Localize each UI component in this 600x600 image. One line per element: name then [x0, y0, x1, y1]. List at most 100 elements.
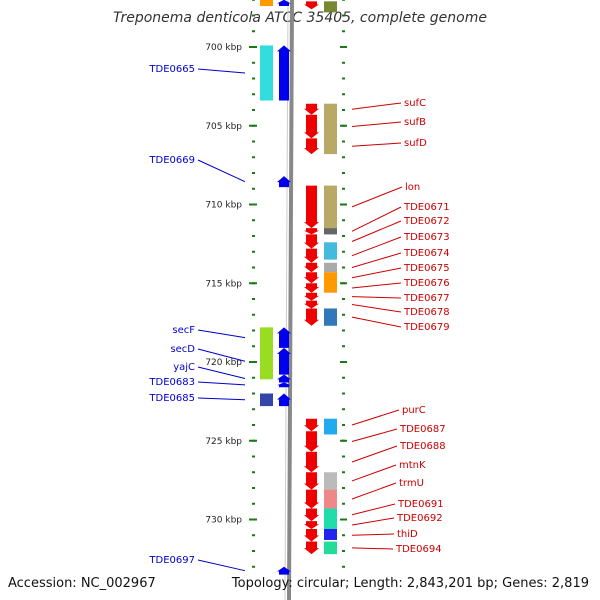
- major-tick: [340, 203, 347, 206]
- leader-line: [351, 206, 402, 232]
- scale-tick-label: 715 kbp: [205, 279, 242, 289]
- minor-tick: [252, 266, 255, 269]
- leader-line: [351, 547, 394, 550]
- reverse-gene-arrow: [304, 292, 319, 301]
- gene-labels: TDE0665TDE0669secFsecDyajCTDE0683TDE0685…: [148, 64, 450, 572]
- gene-label: TDE0673: [403, 232, 450, 243]
- reverse-domain: [324, 1, 337, 13]
- accession-text: Accession: NC_002967: [8, 576, 156, 591]
- gene-label: TDE0675: [403, 263, 450, 274]
- reverse-domain: [324, 242, 337, 260]
- minor-tick: [342, 235, 345, 237]
- leader-line: [351, 533, 395, 536]
- minor-tick: [342, 534, 345, 537]
- minor-tick: [252, 77, 255, 80]
- reverse-gene-arrow: [304, 300, 319, 309]
- gene-label: purC: [402, 405, 426, 416]
- topology-text: Topology: circular; Length: 2,843,201 bp…: [231, 576, 589, 591]
- leader-line: [197, 397, 246, 401]
- gene-label: TDE0676: [403, 278, 450, 289]
- gene-label: yajC: [173, 362, 195, 373]
- reverse-gene-arrow: [304, 185, 319, 229]
- major-tick: [340, 46, 347, 48]
- major-tick: [249, 282, 257, 285]
- reverse-domain: [324, 472, 337, 490]
- minor-tick: [342, 502, 345, 505]
- minor-tick: [342, 313, 345, 316]
- minor-tick: [252, 172, 255, 174]
- reverse-gene-arrow: [304, 234, 319, 249]
- leader-line: [351, 102, 402, 110]
- minor-tick: [342, 0, 345, 1]
- minor-tick: [342, 408, 345, 411]
- minor-tick: [252, 408, 255, 411]
- leader-line: [351, 252, 402, 268]
- gene-label: lon: [405, 182, 420, 193]
- reverse-gene-arrow: [304, 283, 319, 293]
- minor-tick: [252, 329, 255, 332]
- major-tick: [249, 439, 257, 442]
- minor-tick: [252, 534, 255, 537]
- minor-tick: [252, 30, 255, 33]
- reverse-gene-arrow: [304, 272, 319, 284]
- minor-tick: [342, 329, 345, 332]
- minor-tick: [342, 156, 345, 159]
- minor-tick: [342, 376, 345, 379]
- minor-tick: [252, 156, 255, 159]
- gene-label: TDE0694: [395, 544, 442, 555]
- reverse-gene-arrow: [304, 521, 319, 529]
- leader-line: [351, 220, 402, 242]
- leader-line: [351, 304, 402, 313]
- major-tick: [340, 282, 347, 285]
- minor-tick: [342, 77, 345, 80]
- leader-line: [351, 428, 398, 443]
- leader-line: [351, 282, 402, 289]
- minor-tick: [342, 298, 345, 300]
- minor-tick: [252, 487, 255, 489]
- minor-tick: [252, 93, 255, 96]
- reverse-domain: [324, 185, 337, 229]
- reverse-domain: [324, 418, 337, 435]
- major-tick: [249, 203, 257, 206]
- minor-tick: [342, 61, 345, 64]
- gene-label: TDE0688: [399, 441, 446, 452]
- reverse-domain: [324, 308, 337, 326]
- gene-label: TDE0679: [403, 322, 450, 333]
- forward-gene-arrow: [277, 393, 291, 407]
- reverse-domain: [324, 489, 337, 509]
- forward-gene-arrow: [277, 566, 291, 575]
- leader-line: [351, 121, 402, 128]
- minor-tick: [252, 298, 255, 300]
- gene-label: secF: [172, 325, 195, 336]
- minor-tick: [342, 565, 345, 568]
- minor-tick: [252, 313, 255, 316]
- major-tick: [249, 518, 257, 521]
- leader-line: [351, 142, 402, 147]
- leader-line: [197, 159, 246, 183]
- backbone-line: [287, 0, 294, 600]
- minor-tick: [342, 250, 345, 253]
- reverse-gene-arrow: [304, 262, 319, 273]
- reverse-domain: [324, 228, 337, 235]
- leader-line: [197, 68, 246, 74]
- minor-tick: [342, 30, 345, 33]
- major-tick: [340, 439, 347, 442]
- leader-line: [197, 381, 246, 386]
- minor-tick: [342, 550, 345, 552]
- gene-label: TDE0697: [148, 555, 195, 566]
- forward-domain: [260, 327, 273, 380]
- major-tick: [249, 46, 257, 48]
- minor-tick: [342, 140, 345, 143]
- minor-tick: [342, 424, 345, 426]
- minor-tick: [252, 219, 255, 222]
- forward-gene-arrow: [277, 327, 291, 348]
- reverse-domain: [324, 262, 337, 273]
- minor-tick: [252, 140, 255, 143]
- minor-tick: [252, 392, 255, 395]
- leader-line: [351, 296, 402, 299]
- reverse-domain: [324, 508, 337, 529]
- minor-tick: [342, 471, 345, 474]
- forward-gene-arrow: [277, 347, 291, 375]
- forward-gene-arrow: [277, 0, 291, 7]
